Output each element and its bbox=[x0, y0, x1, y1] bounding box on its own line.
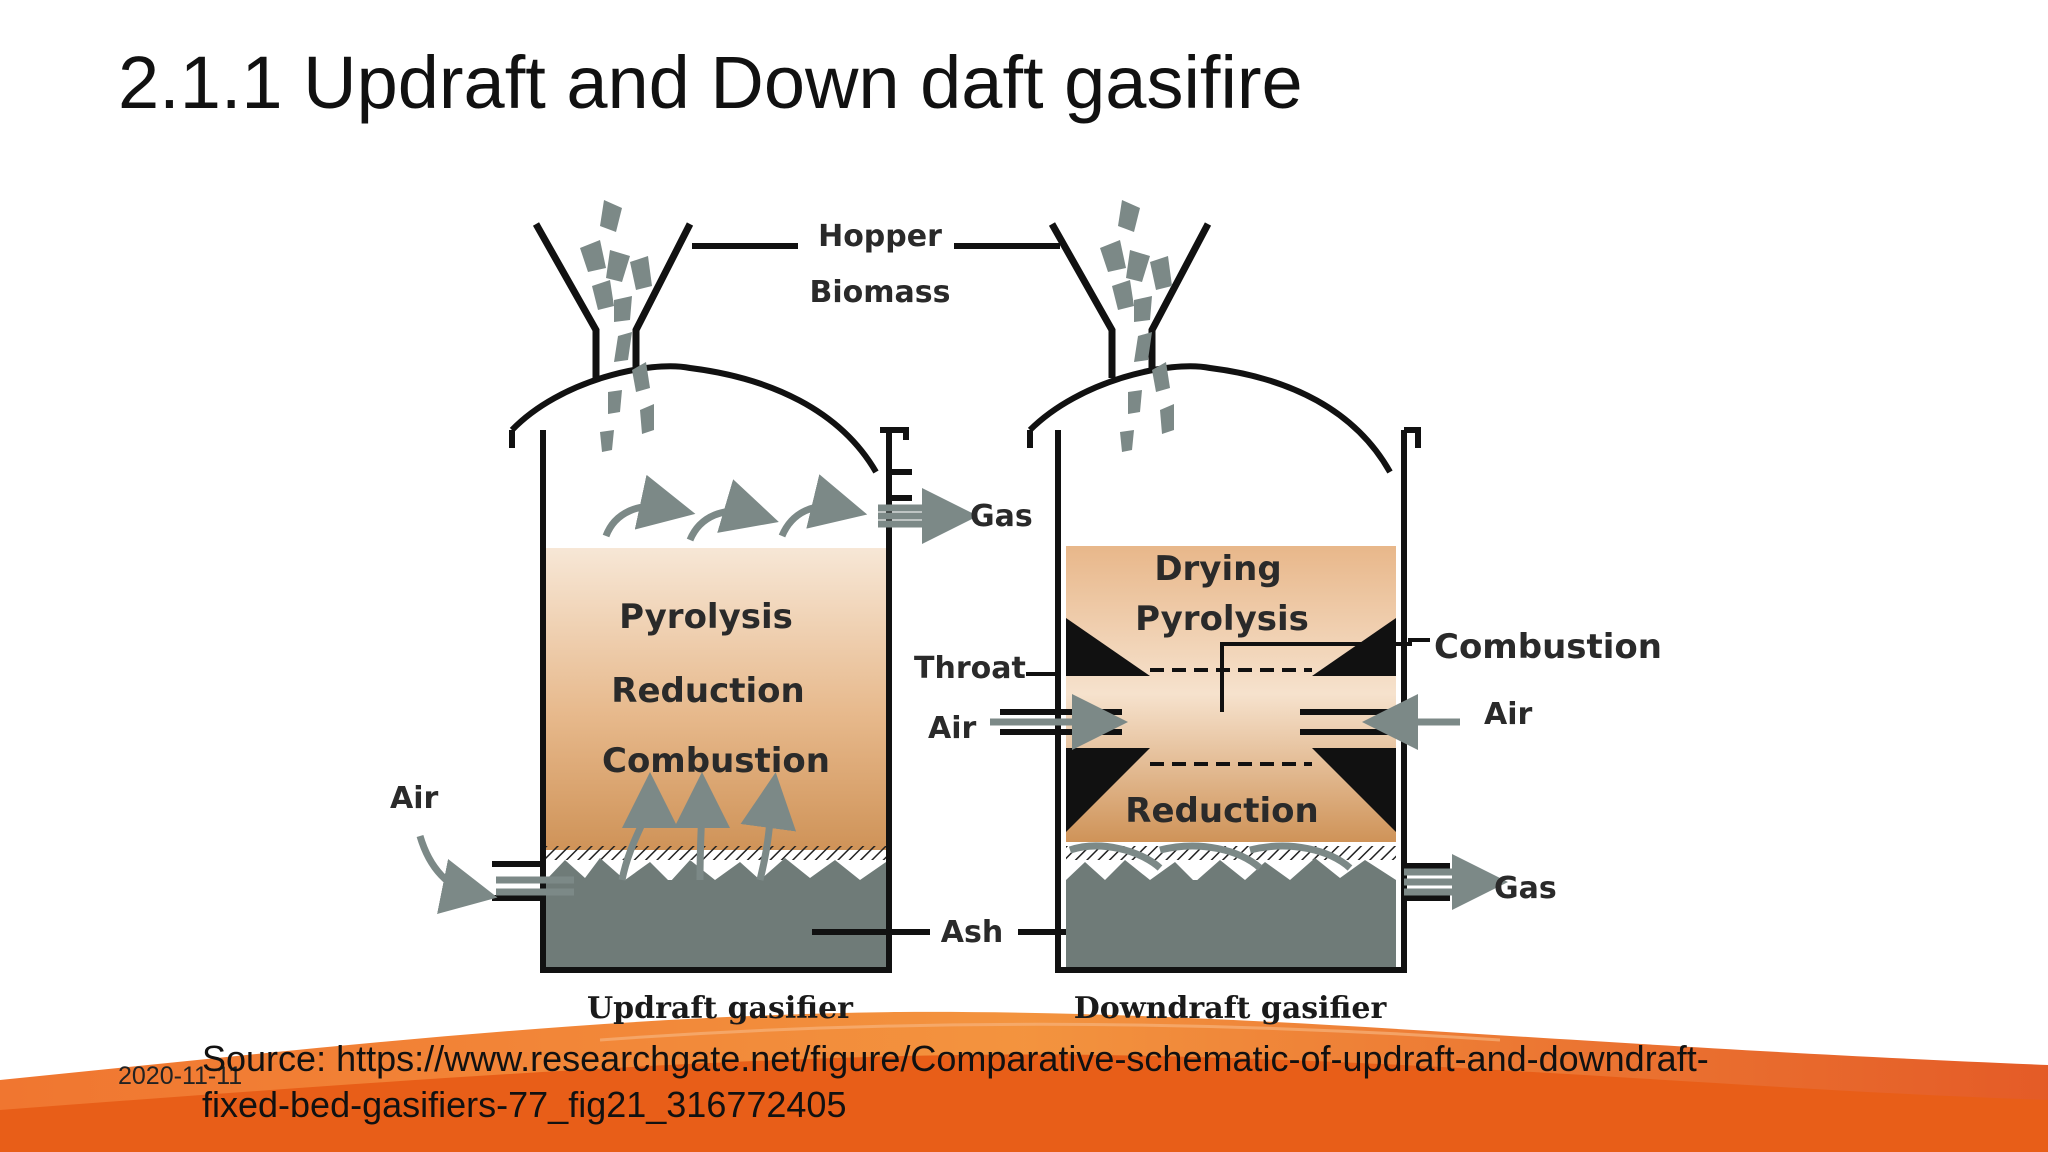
updraft-biomass-particles bbox=[580, 200, 654, 452]
downdraft-caption: Downdraft gasifier bbox=[1074, 991, 1388, 1026]
ash-label: Ash bbox=[941, 915, 1003, 950]
throat-cone-left-lower bbox=[1066, 748, 1150, 832]
downdraft-gasifier: Drying Pyrolysis Combustion Throat Air A… bbox=[914, 200, 1662, 1026]
downdraft-flow-arrows bbox=[990, 694, 1508, 910]
source-citation: Source: https://www.researchgate.net/fig… bbox=[202, 1036, 1709, 1128]
updraft-gas-label: Gas bbox=[970, 499, 1033, 534]
throat-cone-left-upper bbox=[1066, 618, 1150, 676]
updraft-grate bbox=[546, 846, 886, 860]
updraft-caption: Updraft gasifier bbox=[587, 991, 854, 1026]
source-line-1: Source: https://www.researchgate.net/fig… bbox=[202, 1038, 1709, 1079]
downdraft-ash bbox=[1066, 880, 1396, 968]
downdraft-air-left-label: Air bbox=[928, 711, 977, 746]
downdraft-zone-reduction: Reduction bbox=[1125, 791, 1318, 831]
downdraft-biomass-particles bbox=[1100, 200, 1174, 452]
downdraft-gas-label: Gas bbox=[1494, 871, 1557, 906]
updraft-zone-combustion: Combustion bbox=[602, 741, 830, 781]
updraft-zone-reduction: Reduction bbox=[611, 671, 804, 711]
hopper-label: Hopper bbox=[818, 219, 942, 254]
throat-cone-right-upper bbox=[1312, 618, 1396, 676]
updraft-ash bbox=[546, 880, 886, 968]
updraft-gasifier: Pyrolysis Reduction Combustion Gas Air U… bbox=[390, 200, 1033, 1026]
biomass-label: Biomass bbox=[810, 275, 951, 310]
source-line-2: fixed-bed-gasifiers-77_fig21_316772405 bbox=[202, 1084, 847, 1125]
slide-date: 2020-11-11 bbox=[118, 1062, 243, 1090]
updraft-zone-pyrolysis: Pyrolysis bbox=[619, 597, 793, 637]
throat-label: Throat bbox=[914, 651, 1026, 686]
downdraft-zone-pyrolysis: Pyrolysis bbox=[1135, 599, 1309, 639]
throat-cone-right-lower bbox=[1312, 748, 1396, 832]
downdraft-zone-drying: Drying bbox=[1154, 549, 1281, 589]
slide-title: 2.1.1 Updraft and Down daft gasifire bbox=[118, 41, 1303, 124]
downdraft-combustion-label: Combustion bbox=[1434, 627, 1662, 667]
updraft-gas-flow-arrows bbox=[416, 474, 978, 914]
downdraft-air-right-label: Air bbox=[1484, 697, 1533, 732]
updraft-air-label: Air bbox=[390, 781, 439, 816]
